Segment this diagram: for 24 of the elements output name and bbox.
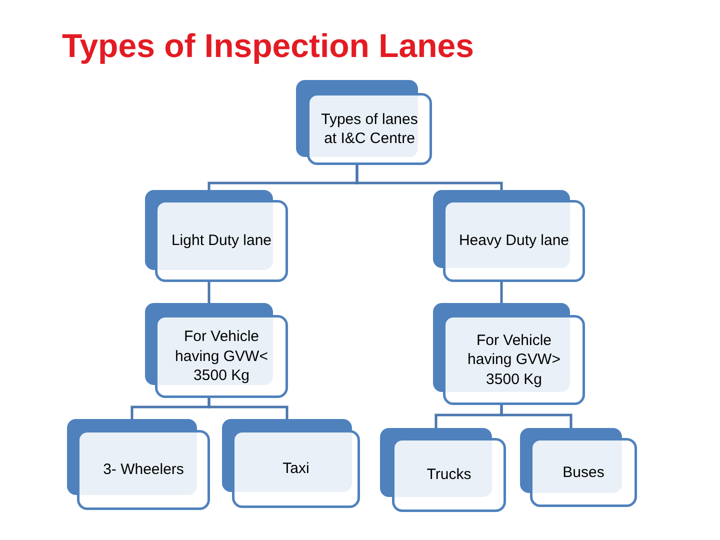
connector-line (356, 165, 503, 190)
hierarchy-box (67, 419, 210, 510)
node-label: Types of lanes at I&C Centre (320, 110, 419, 148)
node-label: Light Duty lane (171, 231, 272, 251)
title: Types of Inspection Lanes (62, 27, 474, 65)
connector-line (208, 398, 288, 419)
hierarchy-box (145, 190, 288, 282)
node-label: 3- Wheelers (103, 460, 184, 480)
node-label: For Vehicle having GVW> 3500 Kg (466, 330, 562, 390)
connector-line (208, 282, 210, 303)
hierarchy-box (145, 303, 288, 398)
hierarchy-box (433, 190, 585, 282)
node-label: Taxi (282, 459, 310, 479)
hierarchy-box (296, 80, 432, 165)
node-label: Buses (562, 462, 604, 482)
node-label: Heavy Duty lane (458, 231, 570, 251)
node-label: For Vehicle having GVW< 3500 Kg (174, 327, 269, 386)
hierarchy-box (433, 303, 585, 405)
node-label: Trucks (426, 465, 472, 485)
hierarchy-box (222, 419, 360, 508)
connector-line (500, 282, 503, 303)
hierarchy-box (380, 428, 506, 512)
connector-line (500, 405, 572, 428)
hierarchy-box (520, 428, 637, 507)
